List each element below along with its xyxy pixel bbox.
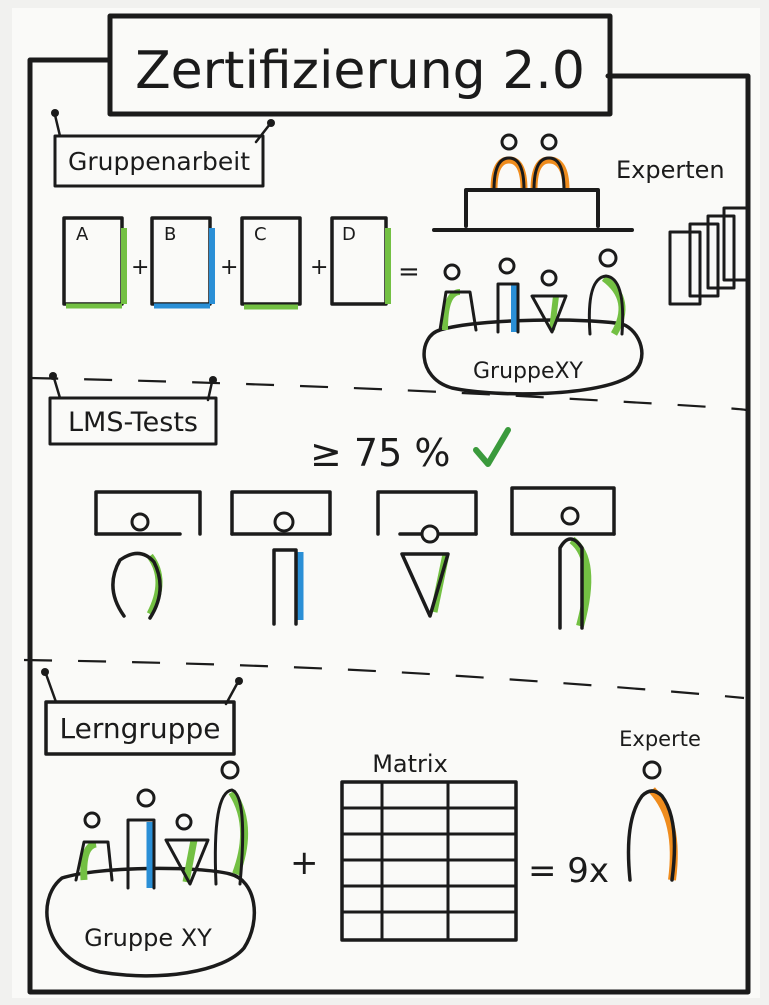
document-label: A — [76, 224, 89, 245]
lms-heading: LMS-Tests — [68, 407, 198, 438]
expert-head-icon — [500, 133, 518, 151]
learner-station — [510, 486, 616, 630]
pin-icon — [49, 372, 57, 380]
group-blob — [45, 866, 257, 978]
learner-station — [94, 490, 202, 620]
group-label: GruppeXY — [473, 359, 584, 384]
plus-sign: + — [310, 255, 328, 280]
plus-sign: + — [290, 843, 319, 883]
matrix-table: Matrix — [340, 750, 518, 942]
section-gruppenarbeit: Gruppenarbeit A + B + C + D = — [51, 109, 750, 396]
lms-threshold: ≥ 75 % — [310, 431, 450, 475]
experts-group: Experten — [432, 133, 725, 232]
pin-icon — [235, 677, 243, 685]
document-label: D — [342, 224, 356, 245]
pin-icon — [51, 109, 59, 117]
document-d: D — [330, 216, 391, 306]
result-multiplier: = 9x — [528, 851, 609, 891]
plus-sign: + — [220, 255, 238, 280]
expert-label: Experte — [619, 727, 701, 751]
learner-station — [230, 490, 332, 626]
pin-icon — [41, 668, 49, 676]
document-b: B — [150, 216, 215, 309]
group-table: GruppeXY — [422, 248, 644, 396]
equals-sign: = — [398, 257, 420, 287]
section-divider — [29, 376, 747, 412]
experts-label: Experten — [616, 156, 725, 184]
group-xy: Gruppe XY — [45, 760, 257, 978]
gruppenarbeit-heading: Gruppenarbeit — [68, 147, 250, 176]
document-label: C — [254, 224, 267, 245]
matrix-label: Matrix — [372, 750, 448, 778]
pin-icon — [209, 376, 217, 384]
section-lms-tests: LMS-Tests ≥ 75 % — [48, 372, 616, 630]
gruppenarbeit-label-box: Gruppenarbeit — [51, 109, 275, 188]
expert-figure: Experte — [619, 727, 701, 882]
title-box: Zertifizierung 2.0 — [107, 13, 613, 117]
group-xy-label: Gruppe XY — [84, 924, 212, 952]
section-lerngruppe: Lerngruppe Gruppe XY + Matrix — [41, 668, 701, 978]
page-title: Zertifizierung 2.0 — [135, 41, 585, 101]
document-a: A — [62, 216, 127, 309]
lerngruppe-label-box: Lerngruppe — [41, 668, 243, 756]
expert-head-icon — [642, 760, 662, 780]
stacked-documents — [668, 206, 750, 306]
lerngruppe-heading: Lerngruppe — [60, 712, 221, 745]
document-c: C — [240, 216, 302, 310]
lms-label-box: LMS-Tests — [48, 372, 218, 446]
learner-station — [376, 490, 478, 618]
pin-icon — [267, 119, 275, 127]
check-icon — [473, 427, 511, 467]
plus-sign: + — [131, 255, 149, 280]
expert-head-icon — [540, 133, 558, 151]
expert-desk — [464, 188, 600, 228]
document-label: B — [164, 224, 176, 245]
outer-frame — [27, 57, 751, 995]
